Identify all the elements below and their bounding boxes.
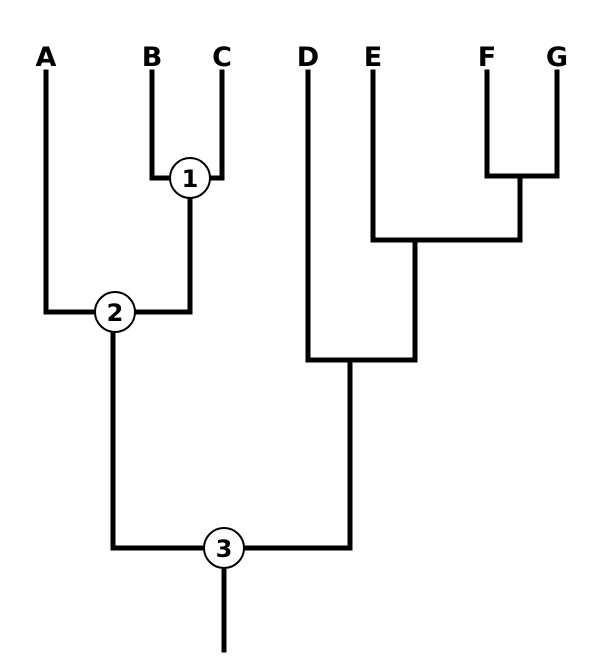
node-number-3: 3 xyxy=(216,535,233,563)
node-number-2: 2 xyxy=(107,299,124,327)
node-circle-3 xyxy=(203,527,245,569)
taxon-label-e: E xyxy=(364,42,382,73)
node-number-1: 1 xyxy=(182,165,199,193)
node-circle-2 xyxy=(94,291,136,333)
taxon-label-d: D xyxy=(297,42,319,73)
cladogram-taxon-labels: A B C D E F G xyxy=(36,42,569,73)
cladogram-nodes: 1 2 3 xyxy=(94,157,245,569)
taxon-label-f: F xyxy=(478,42,496,73)
node-circle-1 xyxy=(169,157,211,199)
cladogram-branches xyxy=(43,69,560,653)
taxon-label-b: B xyxy=(142,42,163,73)
taxon-label-c: C xyxy=(212,42,232,73)
taxon-label-a: A xyxy=(36,42,57,73)
taxon-label-g: G xyxy=(546,42,568,73)
